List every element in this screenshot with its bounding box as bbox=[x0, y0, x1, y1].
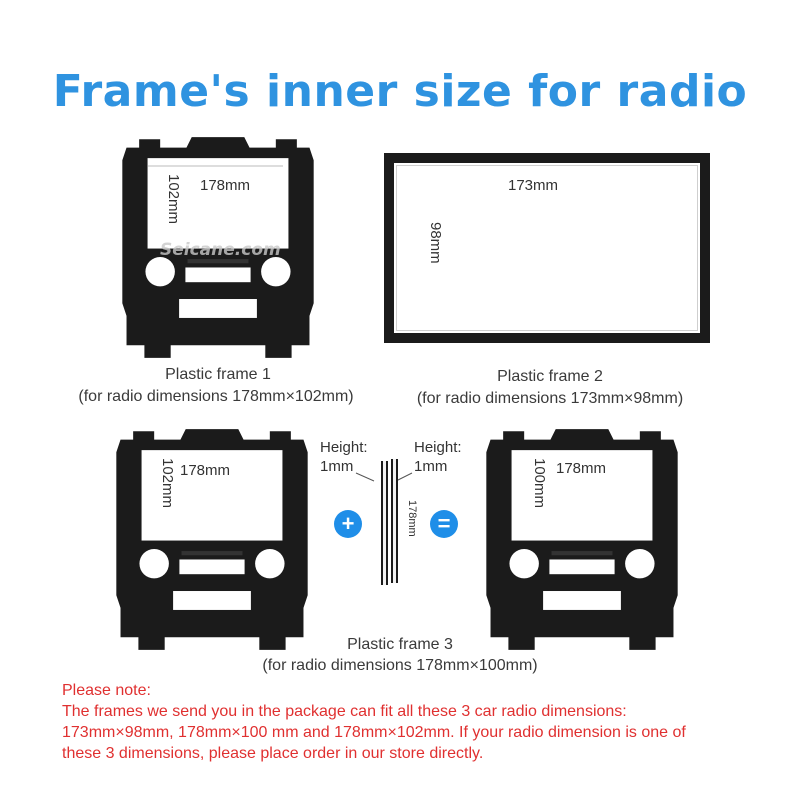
plastic-frame-3-base bbox=[112, 427, 312, 652]
package-note: Please note: The frames we send you in t… bbox=[62, 680, 762, 764]
frame-2-opening bbox=[394, 163, 700, 333]
frame-3-caption: Plastic frame 3 bbox=[347, 636, 453, 653]
note-line-2: 173mm×98mm, 178mm×100 mm and 178mm×102mm… bbox=[62, 724, 686, 741]
frame-2-caption: Plastic frame 2 bbox=[497, 368, 603, 385]
spacer-strips bbox=[355, 459, 413, 585]
frame-3-base-height-label: 102mm bbox=[159, 458, 176, 509]
plus-icon: + bbox=[334, 510, 362, 538]
spacer-left-height-title: Height: bbox=[320, 439, 368, 456]
frame-3-base-width-label: 178mm bbox=[180, 462, 231, 479]
watermark: Seicane.com bbox=[160, 240, 281, 260]
frame-1-caption: Plastic frame 1 bbox=[165, 366, 271, 383]
frame-2-caption-dimensions: (for radio dimensions 173mm×98mm) bbox=[416, 390, 684, 407]
spacer-left-height-label: Height: 1mm bbox=[320, 438, 368, 476]
spacer-right-height-label: Height: 1mm bbox=[414, 438, 462, 476]
frame-3-base-image bbox=[116, 429, 308, 650]
frame-1-height-label: 102mm bbox=[165, 174, 182, 225]
frame-3-width-label: 178mm bbox=[556, 460, 607, 477]
note-line-3: these 3 dimensions, please place order i… bbox=[62, 745, 484, 762]
frame-3-caption-dimensions: (for radio dimensions 178mm×100mm) bbox=[262, 657, 538, 674]
frame-1-width-label: 178mm bbox=[200, 177, 251, 194]
spacer-length-label: 178mm bbox=[406, 500, 418, 537]
note-line-1: The frames we send you in the package ca… bbox=[62, 703, 627, 720]
frame-2-width-label: 173mm bbox=[508, 177, 559, 194]
page-title: Frame's inner size for radio bbox=[52, 66, 748, 117]
frame-2-height-label: 98mm bbox=[427, 222, 444, 264]
frame-2-inner-guide bbox=[396, 165, 698, 331]
frame-3-height-label: 100mm bbox=[531, 458, 548, 509]
spacer-right-height-value: 1mm bbox=[414, 458, 448, 475]
equals-icon: = bbox=[430, 510, 458, 538]
frame-1-inner-guide bbox=[148, 165, 283, 167]
spacer-left-height-value: 1mm bbox=[320, 458, 354, 475]
frame-1-caption-dimensions: (for radio dimensions 178mm×102mm) bbox=[78, 388, 354, 405]
plastic-frame-2 bbox=[384, 153, 710, 343]
note-heading: Please note: bbox=[62, 682, 151, 699]
spacer-right-height-title: Height: bbox=[414, 439, 462, 456]
